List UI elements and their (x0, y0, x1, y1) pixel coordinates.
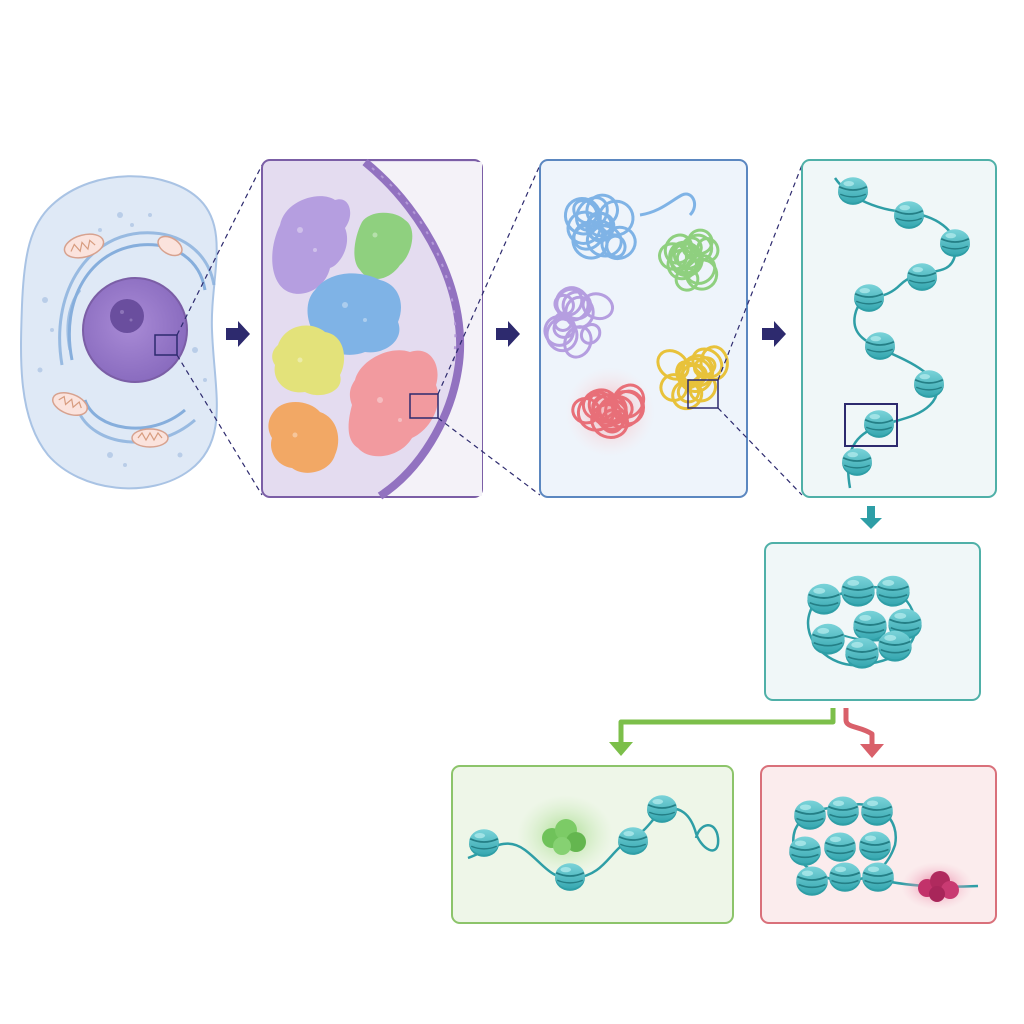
down-arrow-icon (609, 742, 633, 756)
chromosome-territory-purple (272, 196, 351, 294)
nucleosome-fiber-panel (801, 159, 997, 498)
cell-vesicles (37, 212, 207, 467)
nucleosome (844, 636, 880, 670)
nucleosome (858, 830, 892, 862)
nucleosome (810, 622, 846, 656)
endoplasmic-reticulum (58, 231, 216, 444)
right-arrow-icon (762, 321, 786, 347)
nucleosome (853, 283, 885, 313)
nucleosome (468, 828, 500, 858)
zoom-lines-2 (437, 164, 541, 496)
transcription-factor-green (542, 819, 586, 855)
nucleosome (939, 228, 971, 258)
zoom-lines-3 (717, 164, 803, 496)
nucleosome (893, 200, 925, 230)
nuclear-envelope (362, 158, 465, 500)
cell-illustration (20, 175, 218, 490)
chromosome-territory-yellow (272, 325, 345, 396)
chromatin-loop (553, 293, 575, 316)
dna-strand (467, 807, 720, 880)
open-chromatin-panel (451, 765, 734, 924)
nucleosome (793, 799, 827, 831)
chromatin-loop (574, 196, 609, 232)
down-arrow-icon (860, 506, 882, 529)
nucleosome (646, 794, 678, 824)
down-arrow-icon (860, 744, 884, 758)
chromatin-loop (553, 311, 574, 332)
chromatin-loop (639, 192, 696, 217)
nucleosome (877, 629, 913, 663)
chromatin-loop (691, 347, 724, 379)
nucleosome (875, 574, 911, 608)
right-arrow-icon (496, 321, 520, 347)
chromatin-loop (572, 199, 599, 225)
nucleosome (860, 795, 894, 827)
compact-nucleosome-beads (788, 795, 895, 897)
nucleosome (795, 865, 829, 897)
chromatin-loop-clusters (543, 192, 729, 439)
mitochondrion (51, 233, 183, 448)
zoom-box-loop (687, 379, 719, 409)
chromatin-loop (563, 325, 593, 359)
nucleosome (864, 331, 896, 361)
chromosome-territory-pink (348, 350, 439, 457)
chromatin-loop (585, 224, 623, 258)
nucleosome (906, 262, 938, 292)
chromatin-loop (669, 242, 704, 278)
nucleosome (554, 862, 586, 892)
nucleosome (840, 574, 876, 608)
nucleosome-cluster-panel (764, 542, 981, 701)
nucleosome (617, 826, 649, 856)
chromosome-territory-green (354, 212, 413, 280)
repressor-protein-magenta (918, 871, 959, 902)
zoom-box-nucleus (154, 334, 178, 356)
compact-chromatin-panel (760, 765, 997, 924)
zoom-box-territory (409, 393, 439, 419)
nucleosome (863, 409, 895, 439)
chromatin-loop (656, 349, 690, 381)
chromatin-loop (597, 199, 635, 237)
nucleosome (837, 176, 869, 206)
zoom-box-nucleosome (844, 403, 898, 447)
nucleosome (826, 795, 860, 827)
nucleosome (828, 861, 862, 893)
nucleosome (861, 861, 895, 893)
right-arrow-icon (226, 321, 250, 347)
chromatin-loop (587, 390, 617, 424)
nucleolus (110, 299, 144, 333)
nucleosome (788, 835, 822, 867)
nucleosome (841, 447, 873, 477)
chromatin-loop (581, 292, 615, 321)
nucleus-territories-panel (261, 158, 483, 500)
chromatin-loop (659, 373, 689, 402)
chromatin-loops-panel (539, 159, 748, 498)
chromatin-loop (611, 383, 646, 419)
chromatin-loop (681, 354, 715, 388)
nucleosome (823, 831, 857, 863)
chromosome-territory-orange (268, 401, 339, 473)
split-arrow-icon (618, 708, 875, 746)
nucleosome (806, 582, 842, 616)
chromatin-loop (686, 228, 714, 256)
zoom-lines-1 (176, 164, 263, 496)
nucleosome (913, 369, 945, 399)
